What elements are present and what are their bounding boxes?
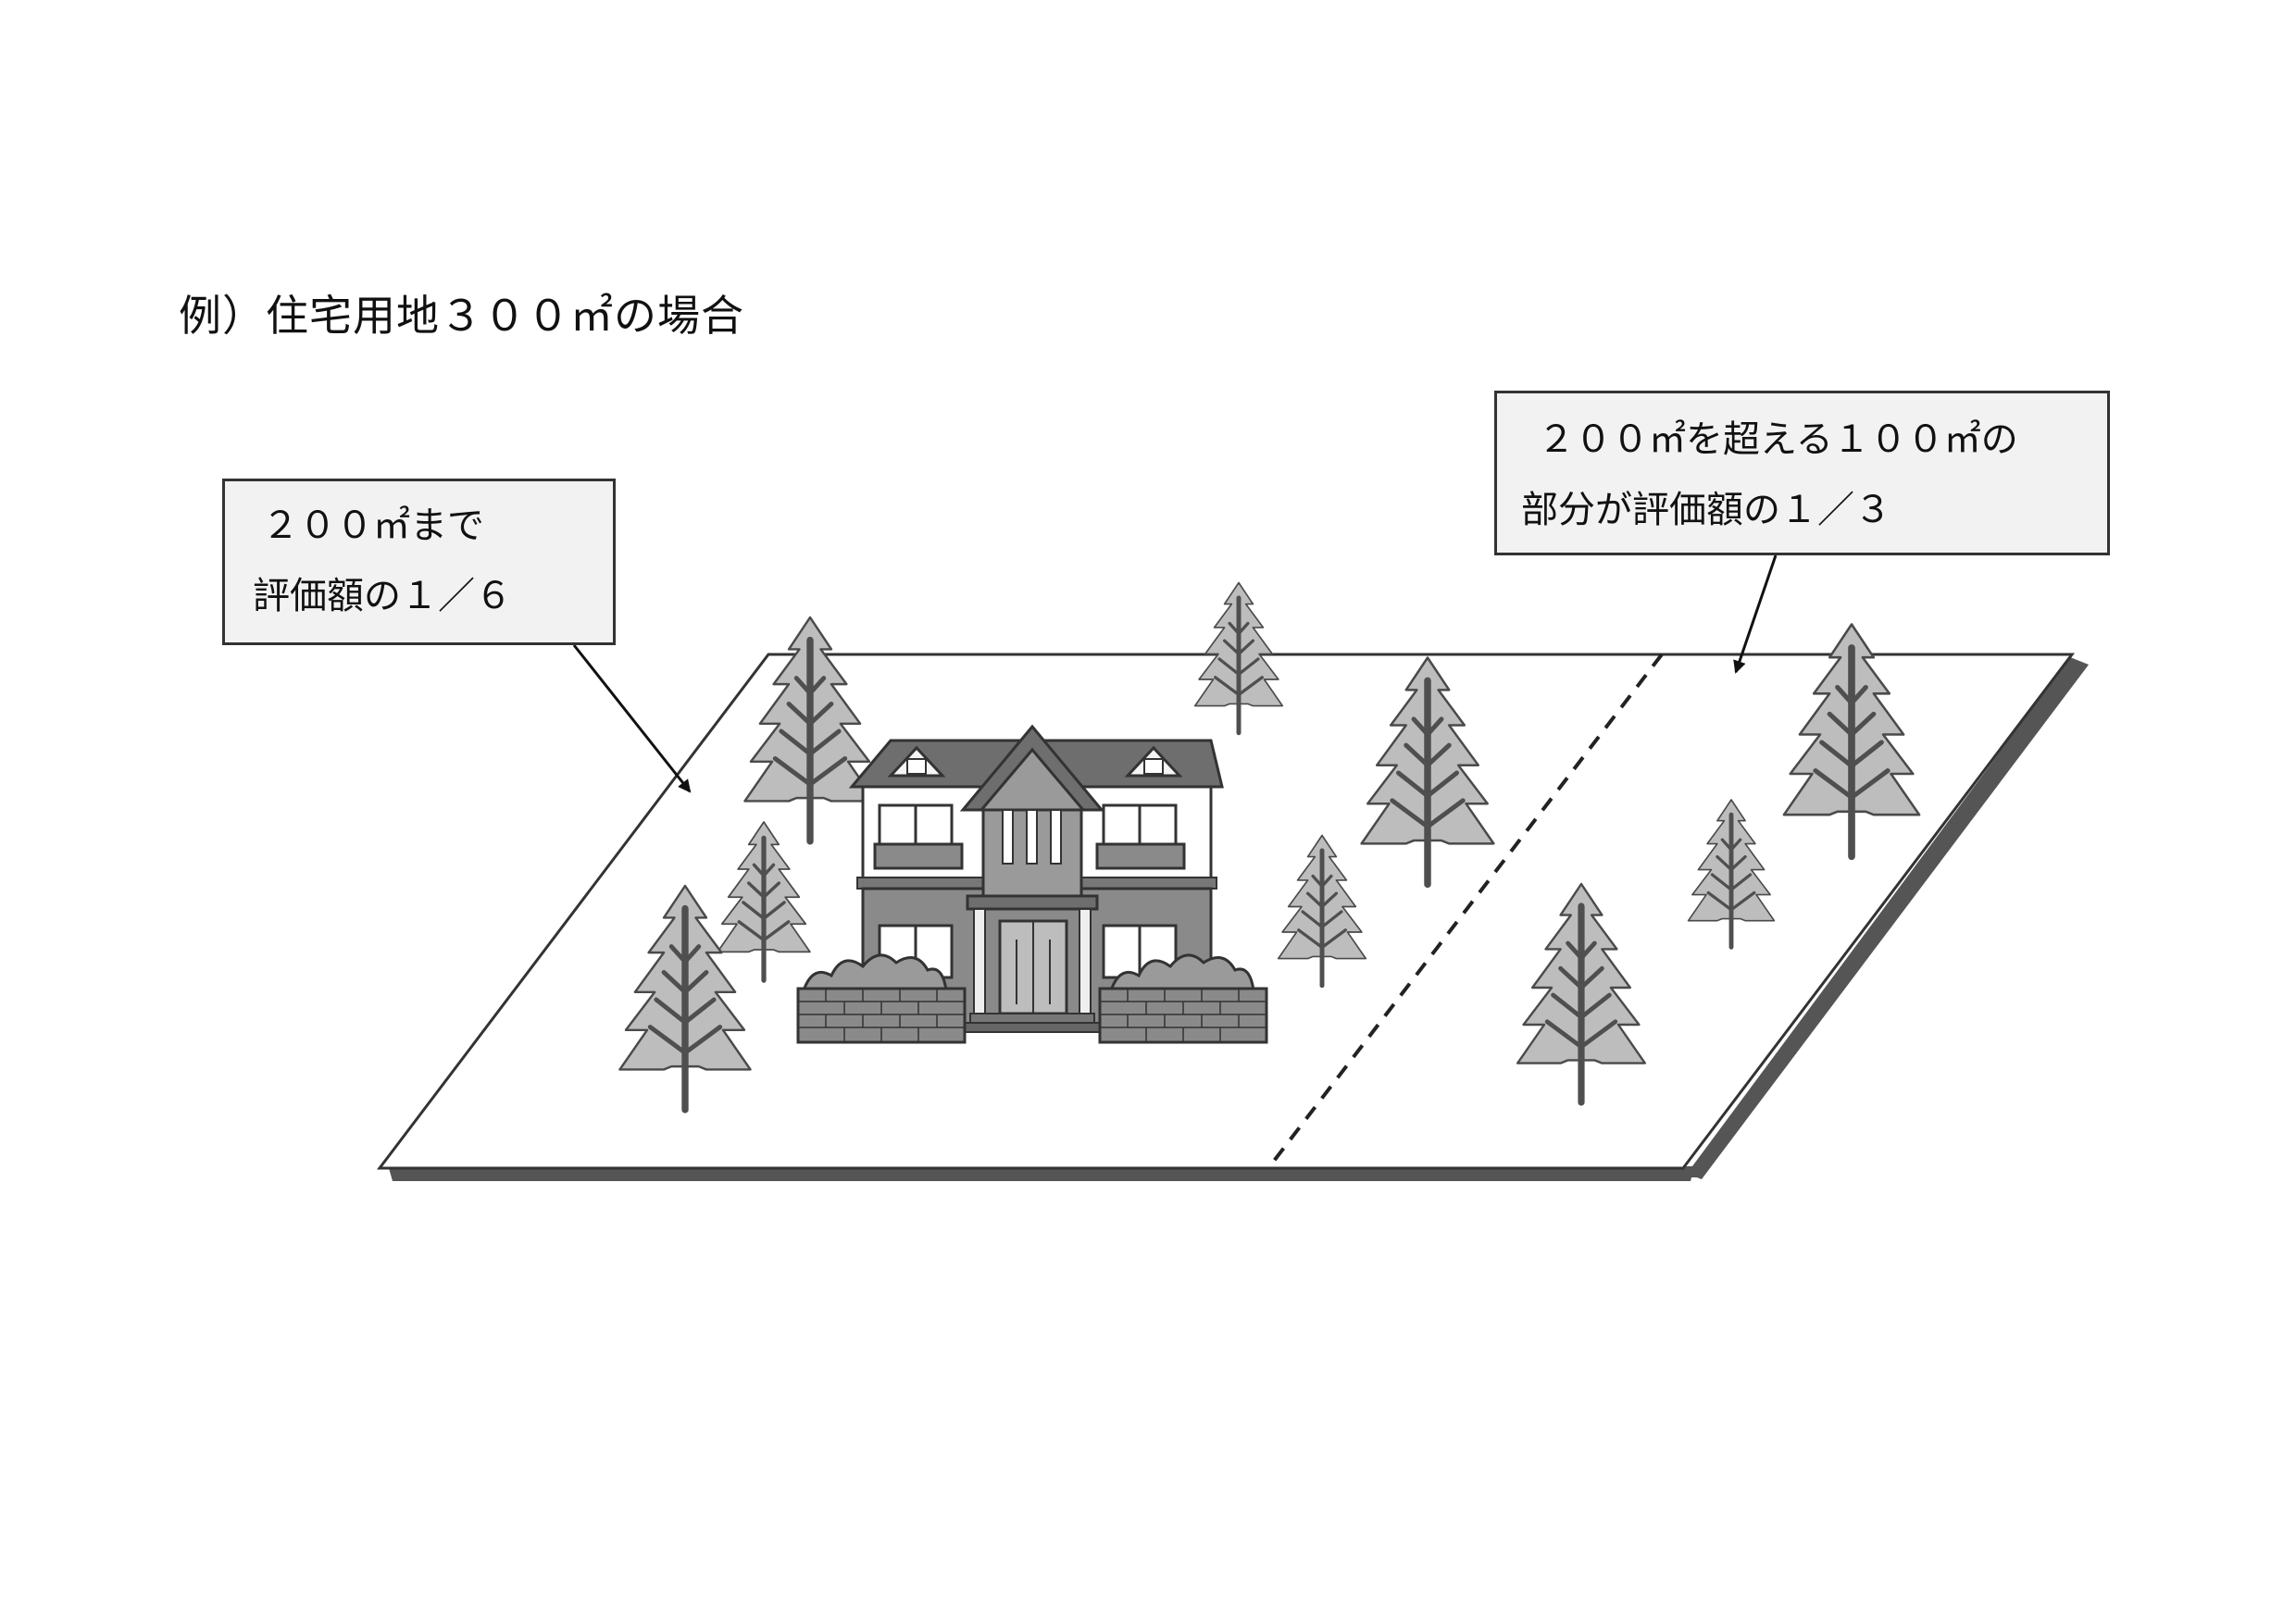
page-title: 例）住宅用地３００㎡の場合 <box>179 291 744 341</box>
callout-right-line2: 部分が評価額の１／３ <box>1521 489 1891 531</box>
callout-over-200: ２００㎡を超える１００㎡の 部分が評価額の１／３ <box>1494 391 2110 555</box>
callout-left-line1: ２００㎡まで <box>262 504 484 547</box>
arrow-icon <box>572 644 692 793</box>
arrow-icon <box>1733 554 1778 674</box>
boundary-dashed-line <box>1267 653 1664 1170</box>
callout-left-line2: 評価額の１／６ <box>253 575 512 617</box>
land-shadow <box>389 657 2089 1181</box>
callout-right-line1: ２００㎡を超える１００㎡の <box>1538 418 2018 461</box>
house-icon <box>796 724 1268 1044</box>
callout-up-to-200: ２００㎡まで 評価額の１／６ <box>222 479 616 645</box>
